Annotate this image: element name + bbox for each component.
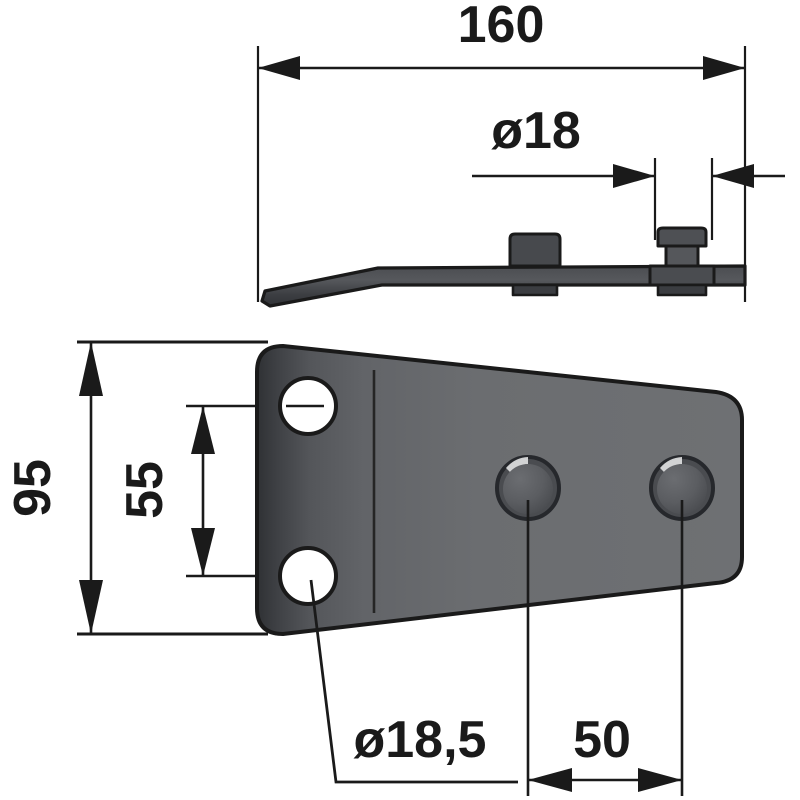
arrow-55-bottom xyxy=(191,528,215,576)
arrow-160-left xyxy=(258,56,300,80)
side-view-stud-flange xyxy=(648,264,716,287)
side-view-group: 160 ø18 xyxy=(256,0,785,308)
stud-left-highlight xyxy=(506,457,528,473)
dim-label-55: 55 xyxy=(116,461,174,519)
side-view-stud-underside xyxy=(656,283,708,297)
side-view-stud-cap xyxy=(656,226,708,248)
arrow-160-right xyxy=(703,56,745,80)
side-view-small-stud xyxy=(508,232,562,268)
leader-line-d18-5 xyxy=(309,579,518,784)
arrow-50-right xyxy=(638,768,682,792)
arrow-d18-right xyxy=(712,164,754,188)
dim-label-50: 50 xyxy=(573,711,631,769)
dim-label-d18: ø18 xyxy=(491,102,581,160)
arrow-d18-left xyxy=(613,164,655,188)
dim-label-160: 160 xyxy=(458,0,545,54)
stud-left xyxy=(495,455,561,521)
arrow-50-left xyxy=(528,768,572,792)
mounting-hole-lower xyxy=(278,546,338,606)
side-view-small-stud-underside xyxy=(511,283,559,297)
dim-label-95: 95 xyxy=(4,459,62,517)
arrow-95-top xyxy=(79,342,103,396)
dim-label-d18-5: ø18,5 xyxy=(354,711,487,769)
plan-view-group: 95 55 xyxy=(4,340,744,796)
arrow-95-bottom xyxy=(79,580,103,634)
arrow-55-top xyxy=(191,406,215,454)
stud-right-highlight xyxy=(660,457,682,473)
